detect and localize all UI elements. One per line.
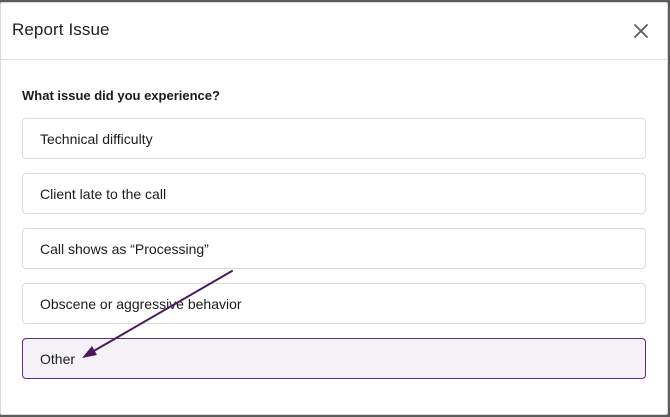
- option-other[interactable]: Other: [22, 338, 646, 379]
- option-label: Other: [40, 351, 76, 367]
- close-button[interactable]: [630, 20, 652, 42]
- option-technical-difficulty[interactable]: Technical difficulty: [22, 118, 646, 159]
- dialog-title: Report Issue: [12, 20, 110, 39]
- question-label: What issue did you experience?: [22, 88, 220, 103]
- option-label: Technical difficulty: [40, 131, 153, 147]
- option-label: Obscene or aggressive behavior: [40, 296, 242, 312]
- option-client-late[interactable]: Client late to the call: [22, 173, 646, 214]
- dialog-header: Report Issue: [1, 3, 667, 60]
- option-label: Client late to the call: [40, 186, 167, 202]
- option-obscene-behavior[interactable]: Obscene or aggressive behavior: [22, 283, 646, 324]
- option-label: Call shows as “Processing”: [40, 241, 209, 257]
- close-icon: [634, 24, 648, 38]
- option-call-processing[interactable]: Call shows as “Processing”: [22, 228, 646, 269]
